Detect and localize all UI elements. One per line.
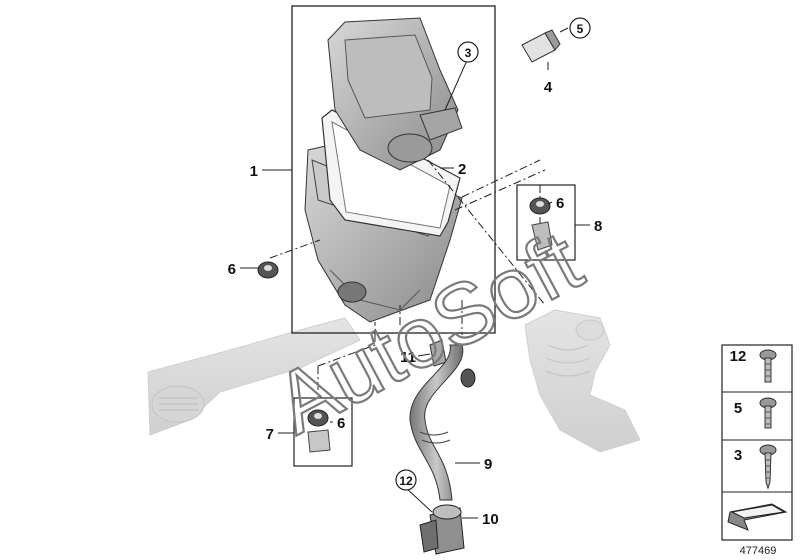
leader-lines (240, 27, 590, 519)
callout-1: 1 (250, 163, 258, 180)
ghost-intake-duct-right (524, 309, 641, 453)
callout-6-left: 6 (228, 261, 236, 278)
legend-label-12: 12 (730, 348, 747, 365)
hose-part-9 (409, 344, 476, 501)
callout-3: 3 (465, 46, 472, 60)
callout-12: 12 (399, 474, 413, 488)
part-10-connector (419, 504, 465, 555)
legend-label-5: 5 (734, 400, 742, 417)
screw-12-icon (759, 349, 777, 383)
callout-2: 2 (458, 161, 466, 178)
fastener-legend: 12 5 3 (721, 344, 793, 541)
callout-11: 11 (400, 349, 416, 366)
box-part-8 (516, 184, 576, 261)
grommet-part-6-box8 (529, 197, 553, 251)
screw-3-icon (759, 444, 777, 490)
callout-4: 4 (544, 79, 553, 96)
air-filter-housing-upper (327, 17, 463, 171)
box-part-7 (293, 397, 353, 467)
ghost-intake-duct-left (147, 317, 361, 436)
screw-5-icon (759, 397, 777, 429)
diagram-id: 477469 (740, 545, 777, 557)
callout-9: 9 (484, 456, 492, 473)
callout-6-box7: 6 (337, 415, 345, 432)
callout-5: 5 (577, 22, 584, 36)
callout-circles (395, 17, 591, 491)
legend-label-3: 3 (734, 447, 742, 464)
callout-6-box8: 6 (556, 195, 564, 212)
part-4-sensor (521, 29, 561, 63)
grommet-part-6-box7 (307, 409, 331, 453)
direction-arrow-icon (727, 503, 788, 531)
callout-7: 7 (266, 426, 274, 443)
callout-10: 10 (482, 511, 499, 528)
callout-8: 8 (594, 218, 602, 235)
grommet-part-6-left (257, 261, 279, 279)
